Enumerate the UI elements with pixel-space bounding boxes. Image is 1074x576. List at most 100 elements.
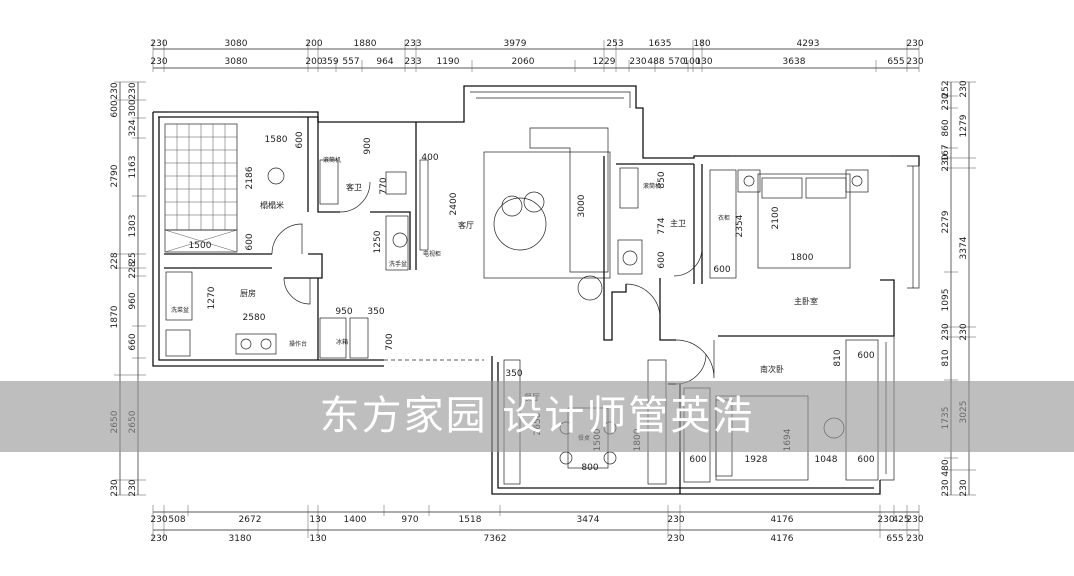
top-dimension-chains: 230 3080 200 1880 233 3979 253 1635 180 … (150, 39, 924, 72)
walls (152, 85, 920, 495)
dim-left-inner-5: 25 (128, 252, 138, 263)
dim-bot2-2: 130 (309, 534, 326, 544)
dim-inner-800: 800 (581, 463, 598, 473)
dim-bot1-5: 970 (401, 515, 418, 525)
dim-left-outer-4: 1870 (110, 305, 120, 328)
dim-right-outer-3: 230 (959, 323, 969, 340)
dim-top2-11: 488 (647, 57, 664, 67)
dim-inner-2400: 2400 (449, 192, 459, 215)
dim-top2-10: 230 (629, 57, 646, 67)
dim-right-inner-11: 230 (941, 479, 951, 496)
dim-top2-7: 1190 (437, 57, 460, 67)
dim-top2-2: 200 (305, 57, 322, 67)
dim-top2-13: 100 (683, 57, 700, 67)
dim-top1-4: 233 (404, 39, 421, 49)
dim-bot1-1: 508 (168, 515, 185, 525)
dim-bot1-8: 230 (667, 515, 684, 525)
room-tatami: 榻榻米 (260, 200, 284, 210)
dim-right-inner-2: 860 (941, 119, 951, 136)
dim-right-outer-0: 230 (959, 80, 969, 97)
dim-inner-1270: 1270 (207, 286, 217, 309)
dim-bot2-3: 7362 (484, 534, 507, 544)
dim-bot1-4: 1400 (344, 515, 367, 525)
dim-inner-2580: 2580 (243, 313, 266, 323)
dim-inner-600c: 600 (657, 251, 667, 268)
dim-top1-7: 1635 (649, 39, 672, 49)
dim-inner-400: 400 (421, 153, 438, 163)
label-tv-cabinet: 电视柜 (423, 250, 441, 258)
dim-bot1-11: 425 (892, 515, 909, 525)
label-wardrobe: 衣柜 (718, 214, 730, 222)
dim-inner-2186: 2186 (245, 166, 255, 189)
dim-left-outer-0: 230 (110, 82, 120, 99)
dim-inner-900: 900 (363, 137, 373, 154)
room-labels: 榻榻米 客卫 客厅 厨房 主卫 主卧室 南次卧 餐厅 (240, 182, 818, 402)
dim-inner-1800: 1800 (791, 253, 814, 263)
room-second-bedroom: 南次卧 (760, 364, 784, 374)
dim-inner-2354: 2354 (735, 214, 745, 237)
dim-top1-5: 3979 (504, 39, 527, 49)
dim-bot2-4: 230 (667, 534, 684, 544)
dim-inner-950: 950 (335, 307, 352, 317)
dim-top1-9: 4293 (797, 39, 820, 49)
watermark-band (0, 381, 1074, 452)
dim-inner-774: 774 (657, 217, 667, 234)
watermark-text: 东方家园 设计师管英浩 (319, 393, 755, 439)
dim-left-outer-2: 2790 (110, 164, 120, 187)
room-master-bedroom: 主卧室 (794, 296, 818, 306)
dim-top2-9: 1229 (593, 57, 616, 67)
label-washer-guest: 滚筒机 (323, 156, 341, 164)
dim-right-inner-8: 810 (941, 349, 951, 366)
dim-inner-1250: 1250 (373, 230, 383, 253)
dim-top1-8: 180 (693, 39, 710, 49)
dim-bot1-9: 4176 (771, 515, 794, 525)
room-guest-bath: 客卫 (346, 182, 362, 192)
dim-inner-2100: 2100 (771, 206, 781, 229)
dim-left-outer-1: 600 (110, 100, 120, 117)
dim-top1-1: 3080 (225, 39, 248, 49)
dim-top2-4: 557 (342, 57, 359, 67)
dim-bot2-7: 230 (906, 534, 923, 544)
dim-top2-16: 655 (887, 57, 904, 67)
dim-top2-5: 964 (376, 57, 393, 67)
dim-inner-1048: 1048 (815, 455, 838, 465)
dim-top1-6: 253 (606, 39, 623, 49)
dim-inner-600f: 600 (689, 455, 706, 465)
dim-top2-3: 359 (321, 57, 338, 67)
dim-inner-600g: 600 (857, 455, 874, 465)
label-wash-basin: 洗手盆 (389, 260, 407, 268)
dim-right-inner-0: 252 (941, 80, 951, 97)
dim-top2-15: 3638 (783, 57, 806, 67)
dim-right-inner-6: 1095 (941, 289, 951, 312)
dim-top2-14: 130 (695, 57, 712, 67)
dim-bot1-12: 230 (906, 515, 923, 525)
dim-bot1-0: 230 (150, 515, 167, 525)
dim-top1-2: 200 (305, 39, 322, 49)
dim-inner-700: 700 (385, 333, 395, 350)
dim-bot1-10: 230 (877, 515, 894, 525)
dim-inner-600d: 600 (713, 265, 730, 275)
dim-bot2-0: 230 (150, 534, 167, 544)
dim-top2-0: 230 (150, 57, 167, 67)
room-living: 客厅 (458, 220, 474, 230)
dim-bot2-6: 655 (886, 534, 903, 544)
bottom-dimension-chains: 230 508 2672 130 1400 970 1518 3474 230 … (150, 505, 924, 544)
dim-right-inner-3: 167 (941, 144, 951, 161)
dim-top1-3: 1880 (354, 39, 377, 49)
dim-inner-3000: 3000 (577, 194, 587, 217)
dim-left-outer-3: 228 (110, 252, 120, 269)
dim-inner-1580: 1580 (265, 135, 288, 145)
dim-top2-1: 3080 (225, 57, 248, 67)
dim-top2-12: 570 (668, 57, 685, 67)
room-master-bath: 主卫 (670, 218, 686, 228)
dim-right-inner-5: 2279 (941, 210, 951, 233)
label-sink: 洗菜盆 (171, 306, 189, 314)
dim-inner-1928: 1928 (745, 455, 768, 465)
dim-top1-10: 230 (906, 39, 923, 49)
dim-right-inner-1: 230 (941, 93, 951, 110)
dim-left-inner-6: 228 (128, 261, 138, 278)
dim-left-outer-6: 230 (110, 479, 120, 496)
dim-right-inner-10: 480 (941, 459, 951, 476)
dim-inner-770: 770 (379, 177, 389, 194)
